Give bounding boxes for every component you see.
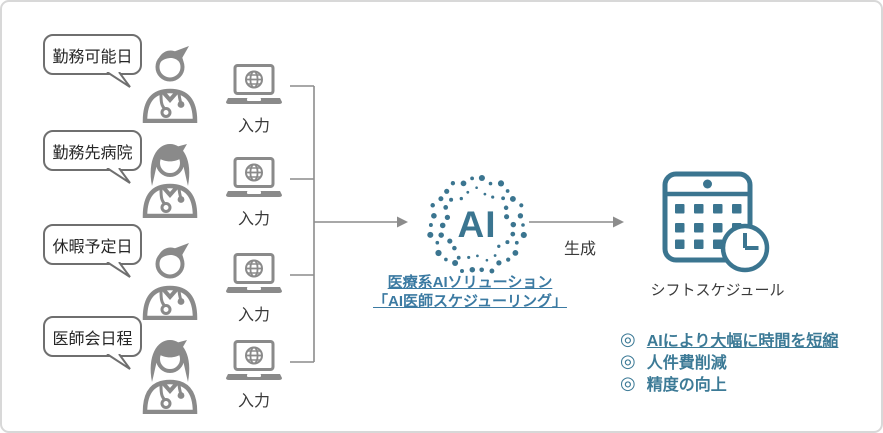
calendar-clock-icon bbox=[660, 168, 774, 276]
benefit-item: ◎ 人件費削減 bbox=[620, 350, 838, 372]
laptop-icon bbox=[222, 157, 286, 203]
bubble-label: 勤務先病院 bbox=[52, 144, 133, 162]
benefit-item[interactable]: ◎ AIにより大幅に時間を短縮 bbox=[620, 328, 838, 350]
double-circle-bullet-icon: ◎ bbox=[620, 329, 636, 349]
speech-bubble: 医師会日程 bbox=[43, 316, 142, 370]
output-label: シフトスケジュール bbox=[650, 282, 785, 299]
male-doctor-icon bbox=[136, 242, 204, 321]
input-label: 入力 bbox=[237, 118, 270, 135]
ai-caption-line2: 「AI医師スケジューリング」 bbox=[373, 293, 567, 310]
bubble-tail-icon bbox=[106, 168, 131, 184]
speech-bubble: 勤務先病院 bbox=[43, 130, 142, 184]
ai-badge: AI bbox=[423, 171, 531, 279]
laptop-icon bbox=[222, 340, 286, 386]
benefit-text: 人件費削減 bbox=[646, 355, 727, 372]
double-circle-bullet-icon: ◎ bbox=[620, 373, 636, 393]
bubble-tail-icon bbox=[106, 354, 131, 370]
benefit-item: ◎ 精度の向上 bbox=[620, 372, 838, 394]
speech-bubble: 休暇予定日 bbox=[43, 224, 142, 278]
female-doctor-icon bbox=[136, 336, 204, 415]
benefits-list: ◎ AIにより大幅に時間を短縮 ◎ 人件費削減 ◎ 精度の向上 bbox=[620, 328, 838, 394]
bubble-tail-icon bbox=[106, 262, 131, 278]
ai-dots-icon bbox=[427, 174, 527, 274]
ai-solution-link[interactable]: 医療系AIソリューション 「AI医師スケジューリング」 bbox=[360, 273, 580, 311]
generate-label: 生成 bbox=[563, 241, 596, 258]
bubble-label: 勤務可能日 bbox=[52, 48, 133, 66]
benefit-text: AIにより大幅に時間を短縮 bbox=[646, 333, 839, 350]
ai-badge-label: AI bbox=[457, 204, 497, 245]
double-circle-bullet-icon: ◎ bbox=[620, 351, 636, 371]
laptop-icon bbox=[222, 253, 286, 299]
benefit-text: 精度の向上 bbox=[646, 377, 727, 394]
input-label: 入力 bbox=[237, 393, 270, 410]
bubble-tail-icon bbox=[106, 72, 131, 88]
female-doctor-icon bbox=[136, 140, 204, 219]
input-label: 入力 bbox=[237, 307, 270, 324]
input-label: 入力 bbox=[237, 211, 270, 228]
bubble-label: 休暇予定日 bbox=[52, 238, 133, 256]
bubble-label: 医師会日程 bbox=[52, 330, 133, 348]
speech-bubble: 勤務可能日 bbox=[43, 34, 142, 88]
laptop-icon bbox=[222, 64, 286, 110]
ai-caption-line1: 医療系AIソリューション bbox=[387, 274, 553, 291]
male-doctor-icon bbox=[136, 45, 204, 124]
